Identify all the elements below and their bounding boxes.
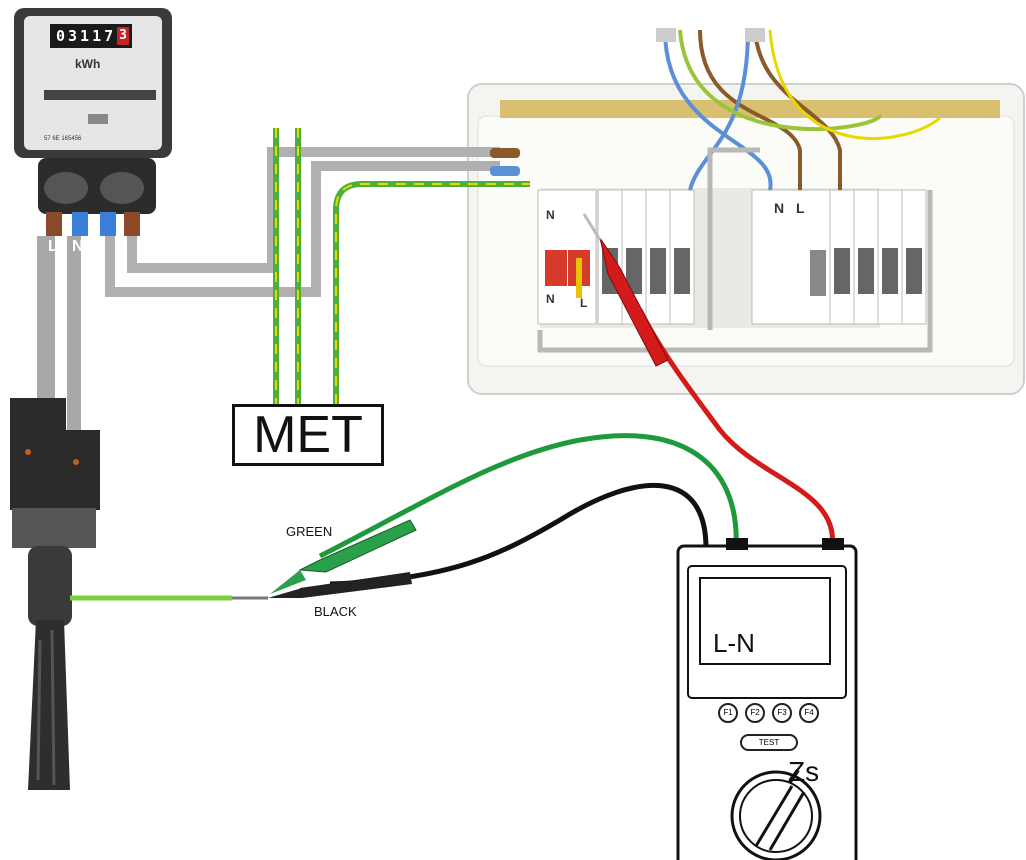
electricity-meter [14, 8, 172, 236]
meter-terminal-n-label: N [72, 238, 84, 255]
met-label: MET [232, 404, 384, 466]
earth-conductors [273, 128, 530, 404]
green-probe-label: GREEN [286, 524, 333, 539]
rcd-right [751, 189, 831, 325]
mcb-right-group [829, 189, 927, 325]
meter-unit-label: kWh [75, 57, 101, 71]
black-probe-label: BLACK [314, 604, 357, 619]
meter-tails [37, 147, 520, 430]
meter-reading: 03117 [56, 27, 117, 45]
tester-display [699, 577, 831, 665]
f1-button[interactable]: F1 [718, 703, 738, 723]
tester-display-text: L-N [713, 628, 755, 658]
f4-button[interactable]: F4 [799, 703, 819, 723]
green-test-lead [318, 433, 739, 559]
cu-bottom-l-label: L [580, 296, 588, 310]
rcd-left [537, 189, 597, 325]
range-label-zs: Zs [788, 756, 820, 787]
f2-button[interactable]: F2 [745, 703, 765, 723]
meter-serial: 57 6E 165456 [44, 136, 82, 142]
service-cutout [10, 398, 268, 790]
f3-button[interactable]: F3 [772, 703, 792, 723]
black-probe [268, 572, 412, 598]
test-button[interactable]: TEST [740, 734, 798, 751]
cu-right-rcd-n-label: N [774, 200, 785, 216]
cu-bottom-n-label: N [546, 292, 555, 306]
cu-left-rcd-n-label: N [546, 208, 555, 222]
black-test-lead [329, 482, 709, 587]
consumer-unit [467, 28, 1025, 395]
meter-terminal-l-label: L [48, 238, 58, 255]
meter-last-digit: 3 [117, 27, 129, 45]
red-probe [582, 213, 669, 367]
multifunction-tester [676, 538, 858, 860]
green-probe [270, 519, 417, 594]
cu-right-rcd-l-label: L [796, 200, 805, 216]
